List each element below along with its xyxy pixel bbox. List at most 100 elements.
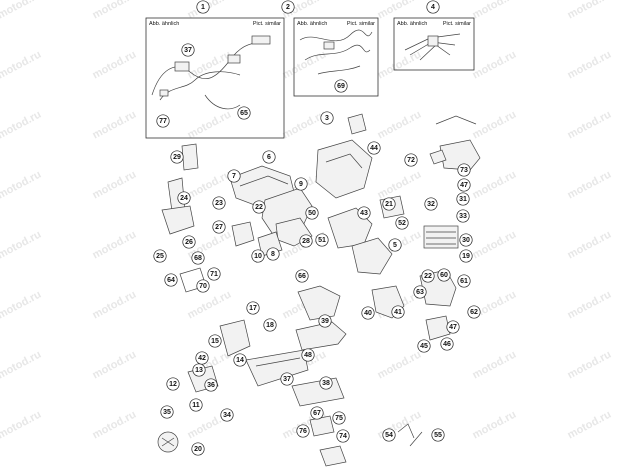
callout-circle [295, 269, 309, 283]
callout-69: 69 [334, 79, 348, 93]
callout-30: 30 [459, 233, 473, 247]
watermark-text: motod.ru [91, 169, 139, 202]
watermark-text: motod.ru [91, 409, 139, 442]
callout-36: 36 [204, 378, 218, 392]
callout-circle [421, 269, 435, 283]
callout-number: 46 [443, 341, 451, 348]
callout-73: 73 [457, 163, 471, 177]
callout-number: 38 [322, 380, 330, 387]
callout-circle [336, 429, 350, 443]
callout-number: 39 [321, 318, 329, 325]
callout-circle [440, 337, 454, 351]
callout-70: 70 [196, 279, 210, 293]
watermark-text: motod.ru [566, 229, 614, 262]
callout-77: 77 [156, 114, 170, 128]
watermark-text: motod.ru [0, 409, 43, 442]
callout-circle [367, 141, 381, 155]
callout-circle [310, 406, 324, 420]
callout-number: 10 [254, 253, 262, 260]
callout-number: 47 [460, 182, 468, 189]
callout-number: 23 [215, 200, 223, 207]
callout-26: 26 [182, 235, 196, 249]
callout-number: 17 [249, 305, 257, 312]
group-box-1-left-tag: Abb. ähnlich [149, 21, 179, 27]
callout-52: 52 [395, 216, 409, 230]
callout-number: 29 [173, 154, 181, 161]
callout-circle [296, 424, 310, 438]
callout-circle [208, 334, 222, 348]
callout-circle [413, 285, 427, 299]
callout-circle [357, 206, 371, 220]
callout-21: 21 [382, 197, 396, 211]
callout-circle [262, 150, 276, 164]
watermark-text: motod.ru [91, 349, 139, 382]
watermark-text: motod.ru [0, 229, 43, 262]
watermark-text: motod.ru [566, 409, 614, 442]
callout-10: 10 [251, 249, 265, 263]
callout-circle [220, 408, 234, 422]
callout-number: 25 [156, 253, 164, 260]
callout-41: 41 [391, 305, 405, 319]
callout-7: 7 [227, 169, 241, 183]
watermark-text: motod.ru [91, 49, 139, 82]
group-box-4-left-tag: Abb. ähnlich [397, 21, 427, 27]
callout-number: 5 [393, 242, 397, 249]
callout-circle [301, 348, 315, 362]
callout-circle [191, 442, 205, 456]
callout-48: 48 [301, 348, 315, 362]
callout-number: 55 [434, 432, 442, 439]
callout-45: 45 [417, 339, 431, 353]
callout-40: 40 [361, 306, 375, 320]
group-box-1-right-tag: Pict. similar [253, 21, 281, 27]
watermark-text: motod.ru [0, 289, 43, 322]
callout-number: 14 [236, 357, 244, 364]
callout-number: 76 [299, 428, 307, 435]
callout-64: 64 [164, 273, 178, 287]
callout-circle [404, 153, 418, 167]
callout-circle [456, 192, 470, 206]
callout-circle [252, 200, 266, 214]
callout-9: 9 [294, 177, 308, 191]
callout-circle [207, 267, 221, 281]
callout-circle [191, 251, 205, 265]
callout-number: 48 [304, 352, 312, 359]
watermark-text: motod.ru [566, 289, 614, 322]
callout-circle [361, 306, 375, 320]
callout-76: 76 [296, 424, 310, 438]
callout-number: 73 [460, 167, 468, 174]
callout-number: 74 [339, 433, 347, 440]
callout-circle [319, 376, 333, 390]
watermark-text: motod.ru [566, 109, 614, 142]
callout-circle [318, 314, 332, 328]
callout-circle [299, 234, 313, 248]
callout-circle [177, 191, 191, 205]
group-box-1: Abb. ähnlich Pict. similar [145, 17, 285, 139]
callout-circle [156, 114, 170, 128]
callout-44: 44 [367, 141, 381, 155]
callout-number: 45 [420, 343, 428, 350]
callout-circle [431, 428, 445, 442]
callout-circle [382, 197, 396, 211]
callout-circle [160, 405, 174, 419]
callout-number: 69 [337, 83, 345, 90]
callout-circle [467, 305, 481, 319]
callout-number: 33 [459, 213, 467, 220]
callout-15: 15 [208, 334, 222, 348]
callout-number: 50 [308, 210, 316, 217]
group-box-4-right-tag: Pict. similar [443, 21, 471, 27]
callout-number: 31 [459, 196, 467, 203]
callout-circle [334, 79, 348, 93]
callout-37: 37 [181, 43, 195, 57]
callout-43: 43 [357, 206, 371, 220]
callout-number: 21 [385, 201, 393, 208]
callout-circle [281, 0, 295, 14]
watermark-text: motod.ru [471, 0, 519, 22]
watermark-text: motod.ru [471, 109, 519, 142]
callout-circle [457, 178, 471, 192]
callout-number: 44 [370, 145, 378, 152]
watermark-text: motod.ru [471, 169, 519, 202]
callout-number: 43 [360, 210, 368, 217]
callout-4: 4 [426, 0, 440, 14]
callout-29: 29 [170, 150, 184, 164]
callout-circle [212, 196, 226, 210]
